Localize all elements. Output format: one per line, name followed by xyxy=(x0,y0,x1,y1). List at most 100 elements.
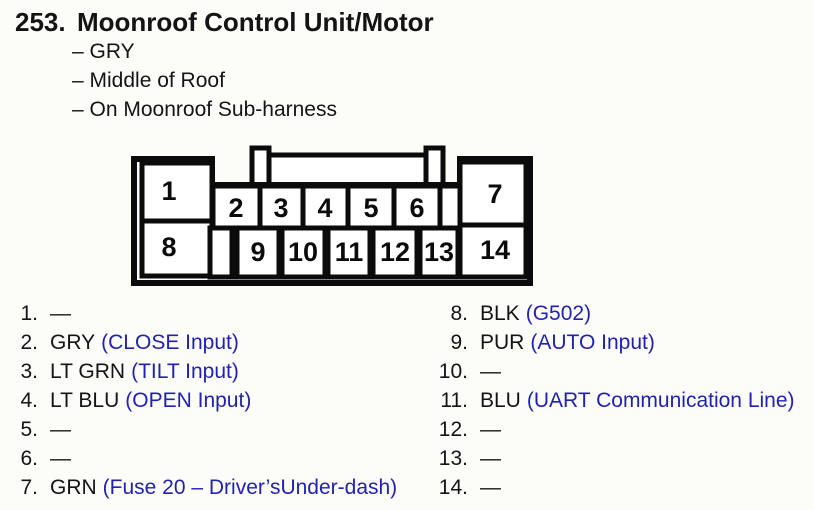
pin-list-right: 8. BLK(G502) 9. PUR(AUTO Input) 10. — 11… xyxy=(430,299,795,502)
wire-color: PUR xyxy=(480,331,525,354)
pin-description: — xyxy=(480,357,507,386)
wire-color: BLU xyxy=(480,389,521,412)
pin-number: 14. xyxy=(438,476,468,499)
pin-description: LT BLU(OPEN Input) xyxy=(50,386,251,415)
wire-color: — xyxy=(50,302,71,325)
pin-cavity-8 xyxy=(139,218,215,279)
pin-number: 4. xyxy=(20,389,38,412)
pin-description: GRN(Fuse 20 – Driver’sUnder-dash) xyxy=(50,473,397,502)
pin-description: — xyxy=(480,444,507,473)
pin-row-14: 14. — xyxy=(430,473,795,502)
pin-number: 5. xyxy=(20,418,38,441)
pin-number-13: 13 xyxy=(424,237,454,267)
pin-description: LT GRN(TILT Input) xyxy=(50,357,239,386)
pin-note: (CLOSE Input) xyxy=(101,331,239,354)
pin-row-4: 4. LT BLU(OPEN Input) xyxy=(8,386,397,415)
pin-number-2: 2 xyxy=(228,193,243,223)
pin-note: (OPEN Input) xyxy=(125,389,252,412)
pin-row-3: 3. LT GRN(TILT Input) xyxy=(8,357,397,386)
pin-description: — xyxy=(50,299,77,328)
pin-row-1: 1. — xyxy=(8,299,397,328)
pin-number: 3. xyxy=(20,360,38,383)
pin-number: 6. xyxy=(20,447,38,470)
wire-color: — xyxy=(480,447,501,470)
pin-number-12: 12 xyxy=(380,237,410,267)
pin-description: — xyxy=(50,415,77,444)
pin-number: 7. xyxy=(20,476,38,499)
pin-cavity-9 xyxy=(234,225,282,280)
wire-color: GRN xyxy=(50,476,97,499)
pin-description: BLK(G502) xyxy=(480,299,591,328)
pin-note: (Fuse 20 – Driver’sUnder-dash) xyxy=(102,476,398,499)
detail-line-location: – Middle of Roof xyxy=(72,69,225,92)
latch-post-right xyxy=(423,145,446,189)
section-number: 253. xyxy=(15,7,66,37)
pin-number-7: 7 xyxy=(487,179,502,209)
pin-row-8: 8. BLK(G502) xyxy=(430,299,795,328)
empty-cavity-bottom xyxy=(207,225,235,280)
pin-row-2: 2. GRY(CLOSE Input) xyxy=(8,328,397,357)
pin-number: 9. xyxy=(450,331,468,354)
pin-number-11: 11 xyxy=(335,237,364,267)
pin-number-4: 4 xyxy=(317,193,332,223)
latch-bar xyxy=(257,152,437,189)
pin-list-left: 1. — 2. GRY(CLOSE Input) 3. LT GRN(TILT … xyxy=(8,299,397,502)
detail-line-color: – GRY xyxy=(72,40,135,63)
section-title: Moonroof Control Unit/Motor xyxy=(77,7,434,37)
pin-row-12: 12. — xyxy=(430,415,795,444)
pin-description: — xyxy=(50,444,77,473)
pin-number: 13. xyxy=(438,447,468,470)
pin-description: — xyxy=(480,473,507,502)
pin-note: (G502) xyxy=(525,302,592,325)
section-heading: 253. Moonroof Control Unit/Motor xyxy=(15,6,434,38)
pin-number-10: 10 xyxy=(288,237,318,267)
pin-description: PUR(AUTO Input) xyxy=(480,328,655,357)
wire-color: — xyxy=(480,418,501,441)
pin-number: 10. xyxy=(438,360,468,383)
wire-color: — xyxy=(50,418,71,441)
connector-diagram: 1 2 3 4 5 6 7 8 9 10 11 12 13 14 xyxy=(131,145,533,286)
pin-row-11: 11. BLU(UART Communication Line) xyxy=(430,386,795,415)
pin-row-5: 5. — xyxy=(8,415,397,444)
pin-number-8: 8 xyxy=(161,232,176,262)
pin-row-7: 7. GRN(Fuse 20 – Driver’sUnder-dash) xyxy=(8,473,397,502)
pin-description: BLU(UART Communication Line) xyxy=(480,386,795,415)
wire-color: LT GRN xyxy=(50,360,126,383)
wire-color: — xyxy=(480,360,501,383)
pin-number: 11. xyxy=(440,389,468,412)
wire-color: — xyxy=(480,476,501,499)
pin-number: 12. xyxy=(438,418,468,441)
pin-cavity-14 xyxy=(457,222,529,280)
wire-color: — xyxy=(50,447,71,470)
detail-line-harness: – On Moonroof Sub-harness xyxy=(72,98,337,121)
pin-number-6: 6 xyxy=(409,193,424,223)
pin-cavity-5 xyxy=(345,183,397,233)
connector-details: – GRY – Middle of Roof – On Moonroof Sub… xyxy=(72,37,337,124)
pin-number-9: 9 xyxy=(250,237,265,267)
pin-note: (UART Communication Line) xyxy=(526,389,795,412)
pin-number: 8. xyxy=(450,302,468,325)
pin-number-3: 3 xyxy=(273,193,288,223)
latch-post-left xyxy=(249,145,272,189)
pin-cavity-10 xyxy=(279,225,328,280)
wire-color: BLK xyxy=(480,302,520,325)
pin-row-6: 6. — xyxy=(8,444,397,473)
pin-number-5: 5 xyxy=(363,193,378,223)
wire-color: GRY xyxy=(50,331,96,354)
pin-cavity-11 xyxy=(325,225,373,280)
pin-description: — xyxy=(480,415,507,444)
pin-number: 2. xyxy=(20,331,38,354)
pin-note: (AUTO Input) xyxy=(530,331,655,354)
pin-number-1: 1 xyxy=(161,176,176,206)
pin-row-13: 13. — xyxy=(430,444,795,473)
wire-color: LT BLU xyxy=(50,389,120,412)
pin-number: 1. xyxy=(20,302,38,325)
pin-description: GRY(CLOSE Input) xyxy=(50,328,239,357)
pin-cavity-12 xyxy=(370,225,420,280)
empty-cavity-top xyxy=(437,183,463,233)
pin-number-14: 14 xyxy=(480,235,510,265)
pin-row-9: 9. PUR(AUTO Input) xyxy=(430,328,795,357)
pin-row-10: 10. — xyxy=(430,357,795,386)
pin-cavity-1 xyxy=(139,160,215,224)
